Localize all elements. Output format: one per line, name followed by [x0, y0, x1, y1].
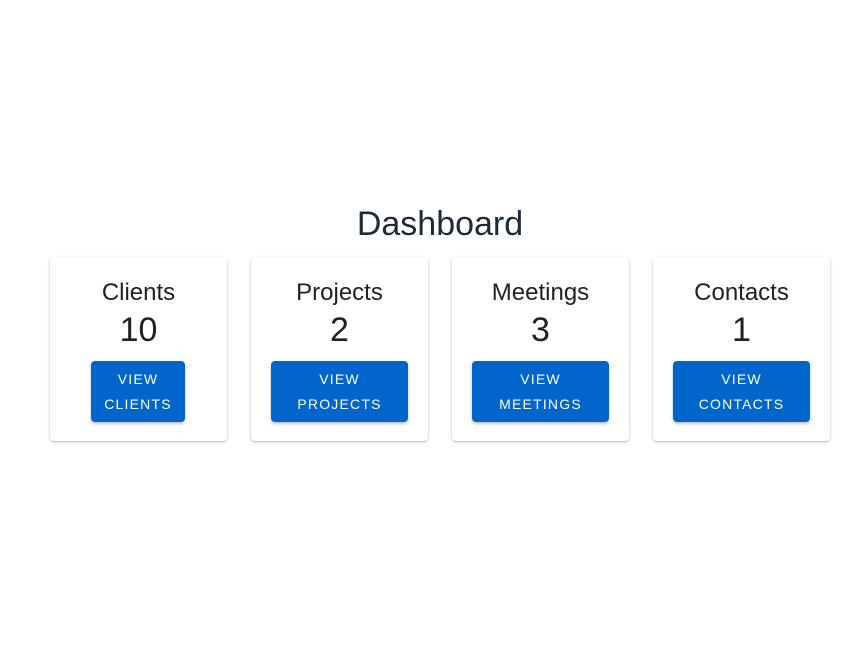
view-meetings-button[interactable]: VIEW MEETINGS	[472, 361, 609, 422]
contacts-card: Contacts 1 VIEW CONTACTS	[653, 257, 830, 441]
view-clients-button[interactable]: VIEW CLIENTS	[91, 361, 185, 422]
projects-count: 2	[330, 311, 349, 349]
clients-card: Clients 10 VIEW CLIENTS	[50, 257, 227, 441]
projects-card-title: Projects	[296, 279, 383, 306]
summary-cards: Clients 10 VIEW CLIENTS Projects 2 VIEW …	[50, 257, 831, 442]
meetings-card: Meetings 3 VIEW MEETINGS	[452, 257, 629, 441]
contacts-card-title: Contacts	[694, 279, 789, 306]
view-projects-button[interactable]: VIEW PROJECTS	[271, 361, 408, 422]
page-title: Dashboard	[356, 205, 524, 243]
meetings-card-title: Meetings	[491, 279, 590, 306]
clients-card-title: Clients	[101, 279, 176, 306]
view-contacts-button[interactable]: VIEW CONTACTS	[673, 361, 810, 422]
projects-card: Projects 2 VIEW PROJECTS	[251, 257, 428, 441]
clients-count: 10	[119, 311, 158, 349]
contacts-count: 1	[732, 311, 751, 349]
meetings-count: 3	[531, 311, 550, 349]
